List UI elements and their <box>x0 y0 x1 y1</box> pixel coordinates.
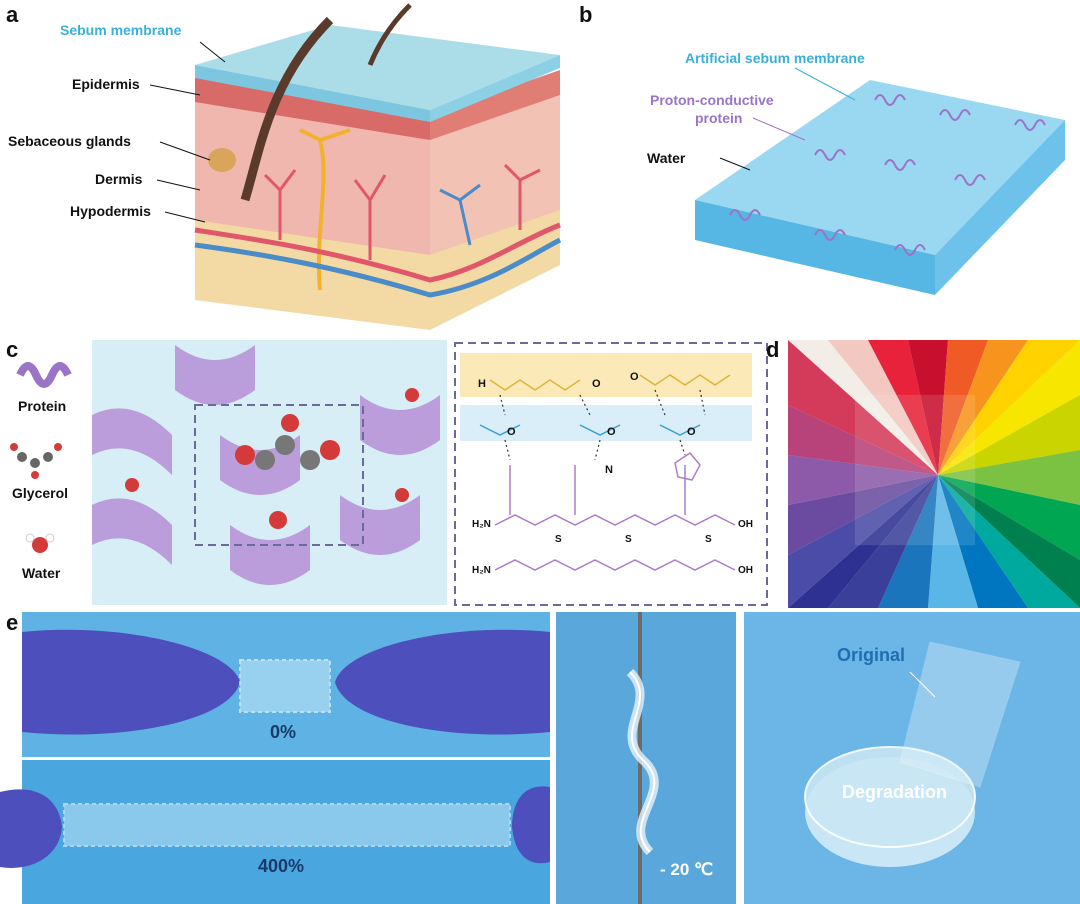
original-label: Original <box>837 645 906 665</box>
panel-e: e 0% 400% <box>0 610 550 904</box>
color-fan-photo <box>788 340 1080 608</box>
panel-a: a Sebum membrane Epidermi <box>0 0 575 335</box>
label-protein: protein <box>695 110 743 126</box>
panel-c-label: c <box>6 337 19 362</box>
panel-f: f - 20 ℃ <box>550 612 740 904</box>
molecular-illustration: H O O O O O N S S S H₂N H₂N OH OH <box>10 340 768 606</box>
label-water: Water <box>647 150 686 166</box>
strain-400-label: 400% <box>258 856 305 876</box>
label-hypodermis: Hypodermis <box>70 203 151 219</box>
stretch-test-photo <box>0 612 550 904</box>
label-epidermis: Epidermis <box>72 76 140 92</box>
chem-o-1: O <box>592 378 601 390</box>
chem-s-1: S <box>555 534 562 545</box>
twist-test-photo <box>556 612 736 904</box>
glycerol-legend-icon <box>10 443 62 479</box>
glycerol-molecule <box>235 414 340 470</box>
chem-s-3: S <box>705 534 712 545</box>
legend-water-label: Water <box>22 565 61 581</box>
panel-d: d <box>760 335 1080 610</box>
label-sebum-membrane: Sebum membrane <box>60 22 182 38</box>
label-sebaceous-glands: Sebaceous glands <box>8 133 131 149</box>
chem-o-4: O <box>607 426 616 438</box>
chem-oh-2: OH <box>738 565 753 576</box>
chem-h2n-2: H₂N <box>472 565 491 576</box>
panel-b: b Artificial sebum membrane Proton-condu… <box>575 0 1080 335</box>
panel-c: c <box>0 335 780 610</box>
chem-o-3: O <box>507 426 516 438</box>
degradation-label: Degradation <box>842 782 948 802</box>
protein-icons <box>729 94 1046 256</box>
chem-h2n-1: H₂N <box>472 519 491 530</box>
strain-0-label: 0% <box>270 722 297 742</box>
temperature-label: - 20 ℃ <box>660 860 714 879</box>
label-dermis: Dermis <box>95 171 143 187</box>
chem-oh-1: OH <box>738 519 753 530</box>
legend-glycerol-label: Glycerol <box>12 485 69 501</box>
panel-g: g Original Degradation <box>740 612 1080 904</box>
chem-n-1: N <box>605 464 613 476</box>
degradation-photo <box>744 612 1080 904</box>
panel-d-label: d <box>766 337 780 362</box>
membrane-illustration <box>695 67 1065 295</box>
chem-h-1: H <box>478 378 486 390</box>
protein-legend-icon <box>16 362 72 388</box>
chem-o-2: O <box>630 371 639 383</box>
panel-e-label: e <box>6 610 19 635</box>
panel-a-label: a <box>6 2 19 27</box>
chem-s-2: S <box>625 534 632 545</box>
chem-o-5: O <box>687 426 696 438</box>
legend-protein-label: Protein <box>18 398 67 414</box>
water-legend-icon <box>25 533 55 553</box>
label-proton-conductive: Proton-conductive <box>650 92 774 108</box>
skin-illustration <box>149 3 562 330</box>
water-molecules <box>125 388 419 529</box>
label-artificial-sebum-membrane: Artificial sebum membrane <box>685 50 865 66</box>
panel-b-label: b <box>579 2 593 27</box>
